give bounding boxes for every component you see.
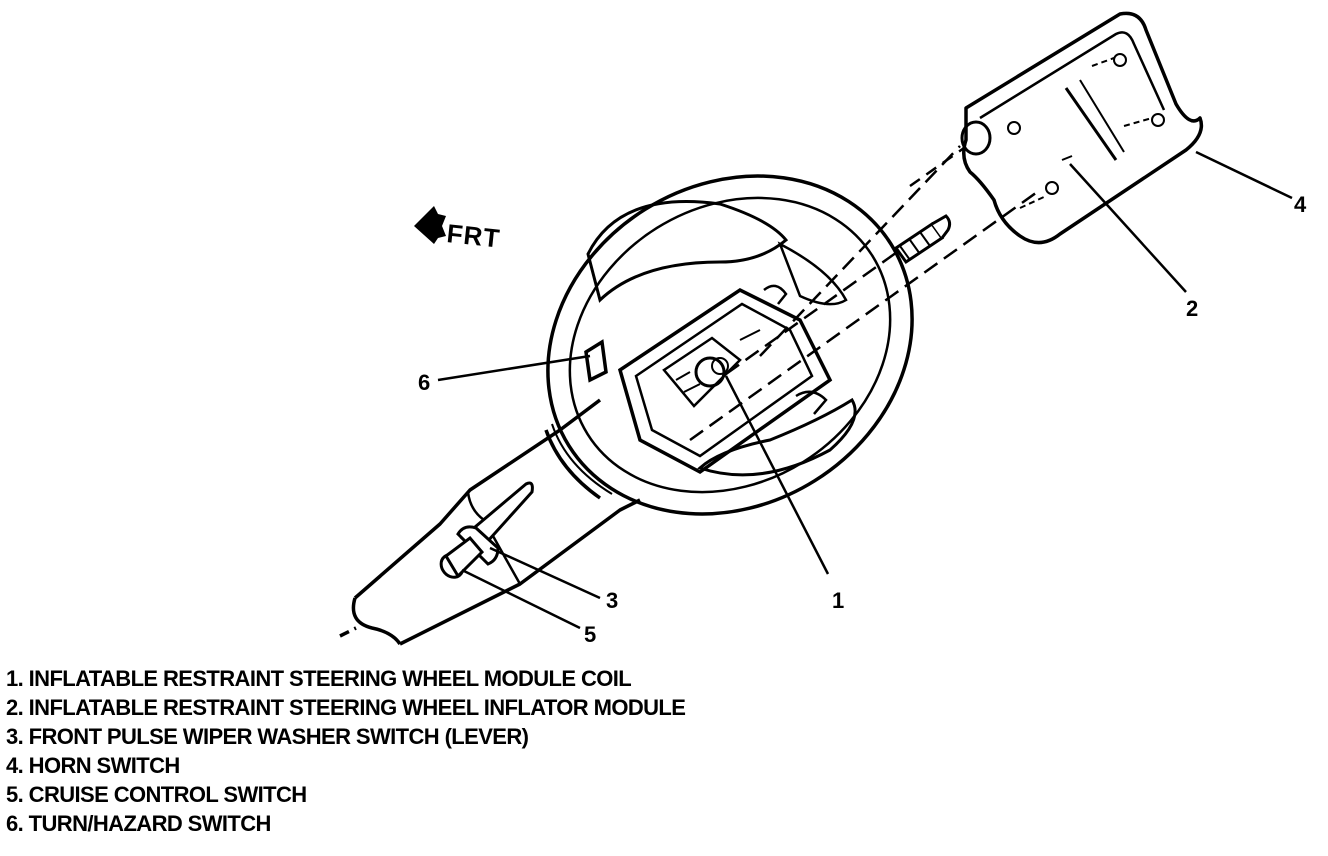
legend-item: 2. INFLATABLE RESTRAINT STEERING WHEEL I…: [6, 695, 686, 720]
wiper-cruise-lever: [439, 481, 534, 579]
inflator-module: [960, 11, 1204, 245]
assembly-alignment-lines: [689, 145, 1041, 442]
callout-2: 2: [1186, 296, 1198, 321]
legend-item: 4. HORN SWITCH: [6, 753, 180, 778]
parts-legend: 1. INFLATABLE RESTRAINT STEERING WHEEL M…: [6, 664, 686, 838]
steering-wheel-hub: [584, 284, 833, 475]
leader-line-1: [724, 375, 830, 575]
leader-line-6: [437, 354, 591, 382]
front-direction-indicator: FRT: [414, 206, 502, 254]
callout-1: 1: [832, 588, 844, 613]
legend-item: 6. TURN/HAZARD SWITCH: [6, 811, 271, 836]
connector-pin: [893, 214, 952, 265]
legend-item: 1. INFLATABLE RESTRAINT STEERING WHEEL M…: [6, 666, 632, 691]
steering-wheel: [546, 174, 914, 516]
legend-item: 3. FRONT PULSE WIPER WASHER SWITCH (LEVE…: [6, 724, 529, 749]
leader-line-4: [1195, 150, 1293, 200]
callout-5: 5: [584, 622, 596, 647]
front-direction-label: FRT: [445, 218, 501, 253]
front-arrow-icon: [414, 206, 446, 244]
legend-item: 5. CRUISE CONTROL SWITCH: [6, 782, 307, 807]
callout-leader-lines: [437, 150, 1293, 630]
steering-column: [339, 398, 641, 646]
callout-3: 3: [606, 588, 618, 613]
steering-column-exploded-diagram: FRT: [339, 11, 1307, 647]
callout-numbers: 1 2 3 4 5 6: [418, 192, 1307, 647]
callout-6: 6: [418, 370, 430, 395]
leader-line-3: [489, 546, 601, 600]
leader-line-5: [461, 568, 581, 630]
callout-4: 4: [1294, 192, 1307, 217]
leader-line-2: [1069, 163, 1187, 293]
